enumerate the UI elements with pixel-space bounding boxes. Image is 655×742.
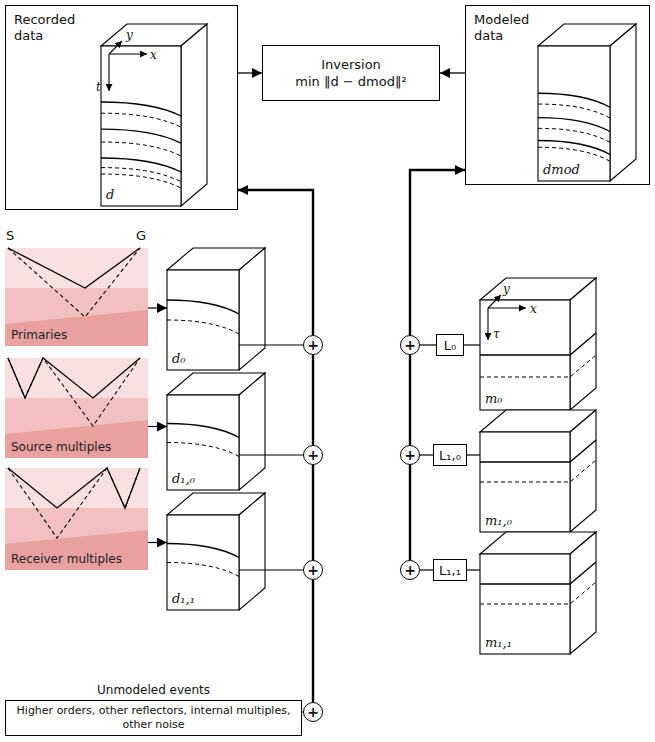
model-cube-text: m₀ xyxy=(485,391,503,407)
sum-node: + xyxy=(400,445,420,465)
operator-box: L₁,₁ xyxy=(433,559,467,581)
process-box: Inversionmin ‖d − dmod‖² xyxy=(262,45,440,101)
sum-node: + xyxy=(303,560,323,580)
connector xyxy=(312,355,314,445)
source-label: S xyxy=(6,228,14,243)
model-cube: m₁,₀ xyxy=(480,432,570,532)
data-cube-text: dmod xyxy=(543,162,580,178)
data-cube: dmod xyxy=(538,46,610,181)
connector xyxy=(239,344,303,345)
connector xyxy=(440,72,465,73)
ray-panel-text: Primaries xyxy=(11,328,67,342)
data-volume xyxy=(101,24,207,206)
axis-label: t xyxy=(96,80,101,95)
model-cube-text: m₁,₀ xyxy=(485,513,512,529)
sum-node: + xyxy=(303,445,323,465)
sum-node: + xyxy=(400,335,420,355)
axis-label: y xyxy=(126,28,133,43)
operator-box-text: L₁,₁ xyxy=(439,562,461,579)
ray-panel-text: Source multiples xyxy=(11,440,111,454)
connector xyxy=(148,307,167,308)
sum-node-text: + xyxy=(307,563,319,577)
connector xyxy=(238,190,313,335)
process-box-text: min ‖d − dmod‖² xyxy=(295,73,406,90)
data-volume xyxy=(480,410,596,532)
data-cube-text: d₁,₀ xyxy=(172,471,195,487)
sum-node-text: + xyxy=(404,448,416,462)
data-cube-text: d₁,₁ xyxy=(172,591,195,607)
connector xyxy=(410,170,465,335)
sum-node-text: + xyxy=(307,448,319,462)
connector xyxy=(239,569,303,570)
connector xyxy=(420,569,433,570)
connector xyxy=(464,344,480,345)
connector xyxy=(148,426,167,427)
data-cube: d₁,₁ xyxy=(167,515,239,610)
sum-node-text: + xyxy=(404,338,416,352)
connector xyxy=(409,465,411,560)
data-cube-text: d xyxy=(106,187,114,203)
connector xyxy=(312,465,314,560)
data-cube: d xyxy=(101,46,181,206)
sum-node-text: + xyxy=(404,563,416,577)
receiver-label: G xyxy=(136,228,146,243)
model-cube: m₀ xyxy=(480,300,570,410)
note-box: Unmodeled eventsHigher orders, other ref… xyxy=(5,682,302,740)
data-cube-text: d₀ xyxy=(172,351,186,367)
data-volume xyxy=(167,248,265,370)
operator-box-text: L₁,₀ xyxy=(439,447,461,464)
sum-node: + xyxy=(400,560,420,580)
data-frame: Recorded data d xyxy=(5,5,238,210)
model-cube-text: m₁,₁ xyxy=(485,635,512,651)
process-box-text: Inversion xyxy=(321,56,381,73)
data-volume xyxy=(167,493,265,610)
ray-panel: Primaries xyxy=(5,248,148,346)
connector xyxy=(420,454,433,455)
sum-node-text: + xyxy=(307,338,319,352)
sum-node-text: + xyxy=(307,705,319,719)
connector xyxy=(238,72,262,73)
data-cube: d₁,₀ xyxy=(167,395,239,490)
axis-label: τ xyxy=(493,327,500,342)
data-frame: Modeled data dmod xyxy=(465,5,650,185)
data-volume xyxy=(480,278,596,410)
axis-label: x xyxy=(530,302,537,317)
earth-model xyxy=(5,248,148,346)
axis-label: x xyxy=(150,48,157,63)
model-cube: m₁,₁ xyxy=(480,554,570,654)
note-border: Higher orders, other reflectors, interna… xyxy=(5,700,302,736)
data-volume xyxy=(480,532,596,654)
sum-node: + xyxy=(303,702,323,722)
connector xyxy=(409,355,411,445)
data-volume xyxy=(167,373,265,490)
connector xyxy=(467,569,480,570)
data-frame-text: Modeled data xyxy=(474,12,540,44)
note-heading: Unmodeled events xyxy=(5,682,302,698)
earth-model xyxy=(5,468,148,570)
ray-panel: Receiver multiples xyxy=(5,468,148,570)
earth-model xyxy=(5,358,148,458)
connector xyxy=(467,454,480,455)
ray-panel-text: Receiver multiples xyxy=(11,552,122,566)
connector xyxy=(420,344,436,345)
operator-box-text: L₀ xyxy=(444,337,456,354)
operator-box: L₀ xyxy=(436,334,464,356)
connector xyxy=(148,542,167,543)
data-cube: d₀ xyxy=(167,270,239,370)
sum-node: + xyxy=(303,335,323,355)
connector xyxy=(312,580,314,702)
axis-label: y xyxy=(503,282,510,297)
axes xyxy=(109,41,147,91)
connector xyxy=(239,454,303,455)
operator-box: L₁,₀ xyxy=(433,444,467,466)
data-volume xyxy=(538,24,636,181)
data-frame-text: Recorded data xyxy=(14,12,94,44)
note-text: Higher orders, other reflectors, interna… xyxy=(12,704,295,732)
ray-panel: Source multiples xyxy=(5,358,148,458)
